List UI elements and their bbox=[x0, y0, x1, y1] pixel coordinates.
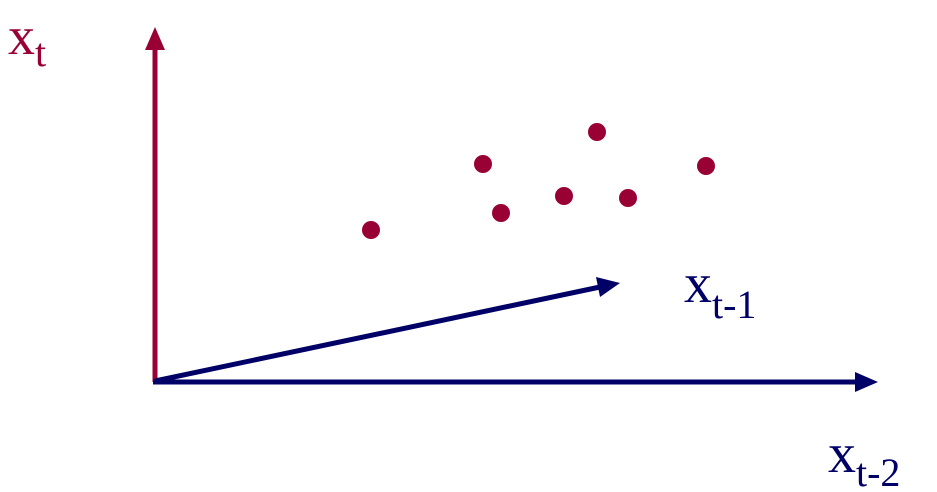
depth-axis-line bbox=[154, 284, 601, 384]
vertical-axis bbox=[145, 27, 165, 382]
data-point-4 bbox=[555, 187, 573, 205]
horizontal-axis-label: xt-2 bbox=[828, 423, 900, 492]
data-points bbox=[362, 123, 715, 239]
data-point-7 bbox=[697, 157, 715, 175]
data-point-6 bbox=[619, 189, 637, 207]
data-point-2 bbox=[474, 155, 492, 173]
data-point-1 bbox=[362, 221, 380, 239]
vertical-axis-label: xt bbox=[8, 6, 46, 75]
depth-axis-label: xt-1 bbox=[684, 253, 756, 327]
depth-axis bbox=[154, 277, 620, 384]
horizontal-axis-arrowhead bbox=[855, 372, 878, 392]
horizontal-axis bbox=[153, 372, 878, 392]
data-point-3 bbox=[492, 204, 510, 222]
data-point-5 bbox=[588, 123, 606, 141]
depth-axis-arrowhead bbox=[596, 277, 620, 297]
vertical-axis-arrowhead bbox=[145, 27, 165, 50]
